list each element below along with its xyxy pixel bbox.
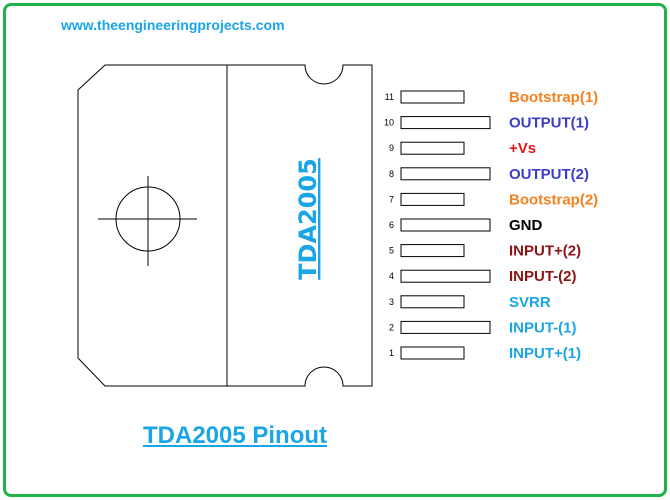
pins: 11 Bootstrap(1) 10 OUTPUT(1) 9 +Vs 8 OUTPUT(2) 7… bbox=[384, 89, 598, 362]
pin-label: INPUT+(2) bbox=[509, 243, 581, 260]
mounting-hole-icon bbox=[98, 176, 197, 266]
pin-lead bbox=[400, 269, 491, 283]
pin-9: 9 +Vs bbox=[389, 140, 536, 157]
pin-lead bbox=[400, 167, 491, 181]
pin-label: +Vs bbox=[509, 140, 536, 157]
pin-label: Bootstrap(1) bbox=[509, 89, 598, 106]
pin-number: 5 bbox=[389, 246, 394, 256]
pin-number: 10 bbox=[384, 118, 394, 128]
pin-number: 1 bbox=[389, 348, 394, 358]
pin-7: 7 Bootstrap(2) bbox=[389, 191, 598, 208]
pin-number: 2 bbox=[389, 322, 394, 332]
pin-number: 8 bbox=[389, 169, 394, 179]
pin-lead bbox=[400, 116, 491, 130]
pin-lead bbox=[400, 218, 491, 232]
pin-number: 3 bbox=[389, 297, 394, 307]
pin-label: INPUT+(1) bbox=[509, 345, 581, 362]
pin-8: 8 OUTPUT(2) bbox=[389, 166, 589, 183]
pin-lead bbox=[400, 90, 465, 104]
pin-6: 6 GND bbox=[389, 217, 543, 234]
site-url[interactable]: www.theengineeringprojects.com bbox=[61, 17, 285, 33]
package-body bbox=[77, 64, 373, 387]
pin-label: GND bbox=[509, 217, 543, 234]
pin-number: 6 bbox=[389, 220, 394, 230]
pin-label: SVRR bbox=[509, 294, 551, 311]
pin-number: 7 bbox=[389, 194, 394, 204]
pin-label: Bootstrap(2) bbox=[509, 191, 598, 208]
pin-number: 9 bbox=[389, 143, 394, 153]
pin-label: OUTPUT(2) bbox=[509, 166, 589, 183]
chip-label: TDA2005 bbox=[294, 158, 322, 280]
pin-label: INPUT-(1) bbox=[509, 319, 577, 336]
pin-lead bbox=[400, 295, 465, 309]
pin-1: 1 INPUT+(1) bbox=[389, 345, 581, 362]
pin-label: OUTPUT(1) bbox=[509, 115, 589, 132]
diagram-caption: TDA2005 Pinout bbox=[143, 422, 328, 449]
pin-3: 3 SVRR bbox=[389, 294, 551, 311]
pin-number: 11 bbox=[385, 92, 394, 102]
pin-number: 4 bbox=[389, 271, 394, 281]
pin-4: 4 INPUT-(2) bbox=[389, 268, 577, 285]
pin-11: 11 Bootstrap(1) bbox=[385, 89, 599, 106]
pin-2: 2 INPUT-(1) bbox=[389, 319, 577, 336]
pin-lead bbox=[400, 346, 465, 360]
pin-10: 10 OUTPUT(1) bbox=[384, 115, 589, 132]
pin-lead bbox=[400, 320, 491, 334]
pin-label: INPUT-(2) bbox=[509, 268, 577, 285]
pin-lead bbox=[400, 192, 465, 206]
pin-lead bbox=[400, 244, 465, 258]
pin-lead bbox=[400, 141, 465, 155]
pin-5: 5 INPUT+(2) bbox=[389, 243, 581, 260]
